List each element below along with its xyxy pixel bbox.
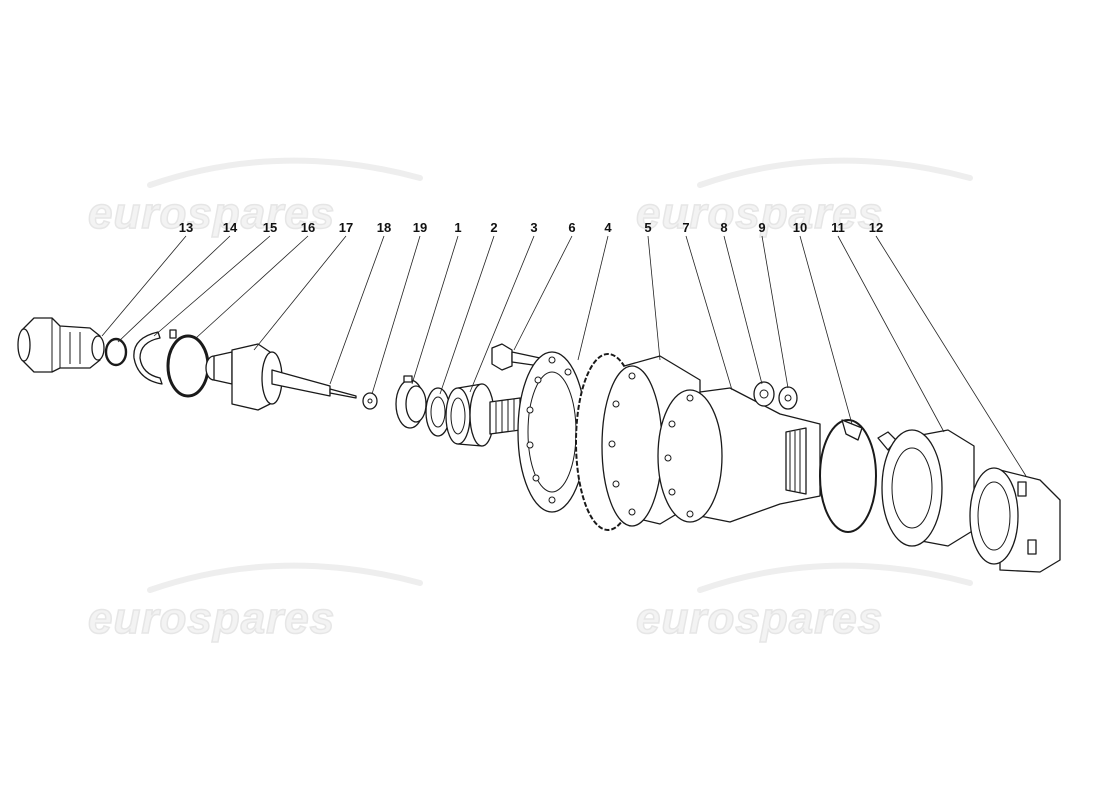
callout-13: 13 <box>179 220 193 235</box>
leader-lines <box>101 235 1027 477</box>
callout-16: 16 <box>301 220 315 235</box>
leader-9 <box>761 235 789 389</box>
leader-8 <box>723 235 763 385</box>
callout-15: 15 <box>263 220 277 235</box>
part-10-lock-plate <box>819 419 877 533</box>
leader-15 <box>153 235 271 337</box>
leader-10 <box>799 235 853 425</box>
callout-1: 1 <box>454 220 461 235</box>
part-15-circlip <box>133 331 163 385</box>
part-11-bearing <box>877 429 975 547</box>
leader-6 <box>513 235 573 351</box>
leader-1 <box>411 235 459 385</box>
callout-19: 19 <box>413 220 427 235</box>
leader-19 <box>371 235 421 395</box>
part-8-washer <box>753 381 775 407</box>
part-4-differential-case <box>517 351 587 513</box>
callout-8: 8 <box>720 220 727 235</box>
part-12-ring-nut <box>969 467 1061 573</box>
leader-16 <box>195 235 309 339</box>
leader-2 <box>439 235 495 395</box>
callout-12: 12 <box>869 220 883 235</box>
part-13-output-flange <box>17 317 105 373</box>
leader-13 <box>101 235 187 337</box>
watermark-text: eurospares <box>88 594 335 643</box>
leader-7 <box>685 235 733 391</box>
callout-7: 7 <box>682 220 689 235</box>
watermark-bottom-left: eurospares <box>87 562 423 644</box>
leader-17 <box>253 235 347 351</box>
leader-11 <box>837 235 945 433</box>
part-17-inner-shaft <box>205 343 357 411</box>
leader-18 <box>329 235 385 385</box>
leader-4 <box>577 235 609 361</box>
leader-5 <box>647 235 661 361</box>
leader-3 <box>469 235 535 393</box>
callout-4: 4 <box>604 220 612 235</box>
callout-9: 9 <box>758 220 765 235</box>
callout-2: 2 <box>490 220 497 235</box>
callout-labels: 13 14 15 16 17 18 19 1 2 3 6 4 5 7 8 9 1… <box>179 220 883 235</box>
part-3-shaft-bearing <box>489 397 521 435</box>
watermark-top-left: eurospares <box>87 157 423 239</box>
leader-12 <box>875 235 1027 477</box>
watermark-text: eurospares <box>636 594 883 643</box>
part-14-o-ring <box>104 337 128 367</box>
part-18-small-washer <box>362 392 378 410</box>
part-9-nut <box>778 386 798 410</box>
callout-18: 18 <box>377 220 391 235</box>
callout-11: 11 <box>831 220 845 235</box>
part-2-roller-bearing <box>445 383 495 447</box>
callout-6: 6 <box>568 220 575 235</box>
part-7-differential-housing <box>657 387 821 523</box>
part-19-bearing-cup <box>395 375 427 429</box>
callout-10: 10 <box>793 220 807 235</box>
watermark-bottom-right: eurospares <box>635 562 973 644</box>
part-6-bolt <box>491 343 541 371</box>
part-16-retaining-ring <box>166 329 210 398</box>
watermark-text: eurospares <box>88 189 335 238</box>
callout-14: 14 <box>223 220 238 235</box>
callout-5: 5 <box>644 220 651 235</box>
watermark-text: eurospares <box>636 189 883 238</box>
watermark-top-right: eurospares <box>635 157 973 239</box>
callout-3: 3 <box>530 220 537 235</box>
leader-14 <box>117 235 231 343</box>
callout-17: 17 <box>339 220 353 235</box>
